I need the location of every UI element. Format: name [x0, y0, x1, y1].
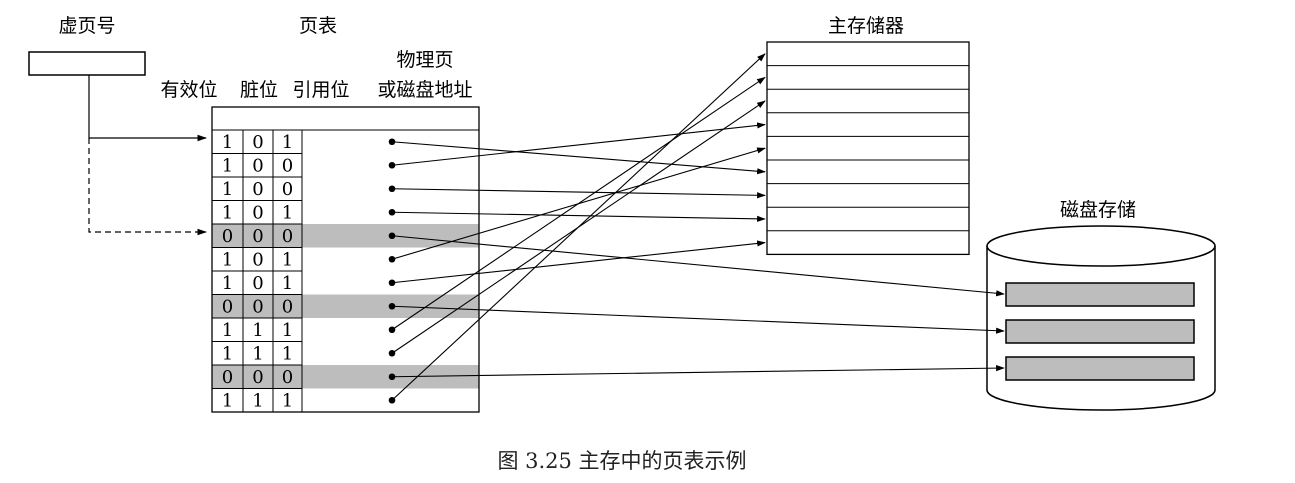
pt-cell-dirty: 0 — [252, 296, 263, 317]
pt-cell-valid: 1 — [222, 132, 233, 153]
vpn-box — [28, 51, 146, 76]
mapping-arrow — [391, 188, 766, 199]
disk-top — [986, 225, 1216, 267]
pt-cell-ref: 0 — [282, 296, 293, 317]
pt-cell-ref: 0 — [282, 155, 293, 176]
col-phys-label-1: 物理页 — [396, 49, 453, 71]
pt-cell-ref: 1 — [282, 249, 293, 270]
col-ref-label: 引用位 — [292, 79, 349, 101]
pt-cell-dirty: 0 — [252, 132, 263, 153]
mapping-arrow — [391, 235, 1005, 297]
disk-block — [1005, 319, 1195, 344]
pt-cell-dirty: 0 — [252, 249, 263, 270]
pt-cell-dirty: 0 — [252, 226, 263, 247]
pt-cell-valid: 1 — [222, 249, 233, 270]
pt-cell-valid: 1 — [222, 155, 233, 176]
mapping-arrow — [391, 122, 766, 166]
page-table-border — [211, 106, 480, 413]
pt-cell-valid: 1 — [222, 179, 233, 200]
main-memory-label: 主存储器 — [828, 15, 904, 37]
pt-cell-dirty: 0 — [252, 273, 263, 294]
pt-cell-dirty: 0 — [252, 179, 263, 200]
vpn-label: 虚页号 — [58, 15, 115, 37]
main-memory-border — [766, 41, 970, 256]
vpn-arrow-invalid — [88, 138, 207, 236]
disk-storage — [986, 225, 1216, 411]
pt-cell-ref: 0 — [282, 179, 293, 200]
pt-cell-ref: 1 — [282, 320, 293, 341]
mapping-arrow — [391, 365, 1005, 378]
col-valid-label: 有效位 — [160, 79, 217, 101]
pt-cell-dirty: 0 — [252, 367, 263, 388]
shaded-row-bg — [212, 365, 479, 389]
mapping-arrow — [391, 76, 766, 331]
mapping-arrows — [391, 53, 1005, 401]
pt-cell-dirty: 1 — [252, 343, 263, 364]
disk-label: 磁盘存储 — [1060, 199, 1136, 221]
mapping-arrow — [391, 211, 766, 222]
disk-block — [1005, 282, 1195, 307]
shaded-row-bg — [212, 224, 479, 248]
mapping-arrow — [391, 240, 766, 284]
pt-cell-valid: 0 — [222, 226, 233, 247]
pt-cell-valid: 0 — [222, 296, 233, 317]
pt-cell-valid: 1 — [222, 273, 233, 294]
mapping-arrow — [391, 305, 1005, 334]
pt-cell-ref: 0 — [282, 367, 293, 388]
main-memory — [766, 41, 970, 256]
pt-cell-ref: 1 — [282, 390, 293, 411]
shaded-row-bg — [212, 294, 479, 318]
pt-cell-dirty: 0 — [252, 202, 263, 223]
pt-cell-ref: 1 — [282, 343, 293, 364]
pt-cell-valid: 1 — [222, 320, 233, 341]
pt-cell-valid: 1 — [222, 343, 233, 364]
pt-cell-dirty: 0 — [252, 155, 263, 176]
pt-cell-ref: 0 — [282, 226, 293, 247]
pt-cell-valid: 0 — [222, 367, 233, 388]
pt-cell-valid: 1 — [222, 202, 233, 223]
pt-cell-ref: 1 — [282, 273, 293, 294]
col-dirty-label: 脏位 — [240, 79, 278, 101]
col-phys-label-2: 或磁盘地址 — [377, 79, 472, 101]
page-table-title: 页表 — [299, 15, 337, 37]
disk-block — [1005, 356, 1195, 381]
pt-cell-ref: 1 — [282, 202, 293, 223]
figure-caption: 图 3.25 主存中的页表示例 — [497, 449, 746, 473]
pt-cell-dirty: 1 — [252, 320, 263, 341]
pt-cell-valid: 1 — [222, 390, 233, 411]
pt-cell-ref: 1 — [282, 132, 293, 153]
pt-cell-dirty: 1 — [252, 390, 263, 411]
mapping-arrow — [391, 53, 766, 401]
mapping-arrow — [391, 141, 766, 175]
